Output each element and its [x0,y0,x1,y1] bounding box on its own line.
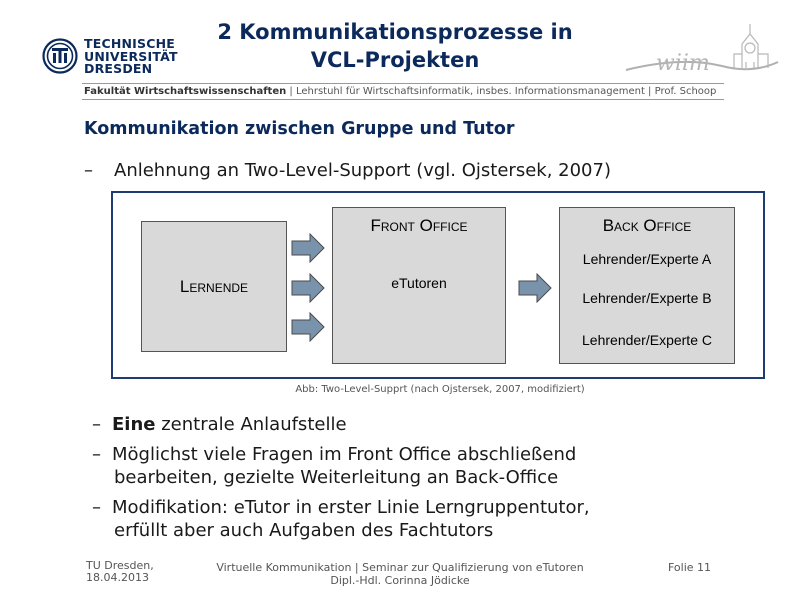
bullet-text: zentrale Anlaufstelle [155,414,347,435]
footer-location-date: TU Dresden, 18.04.2013 [86,560,154,584]
front-office-title: Front Office [370,216,468,235]
wiim-building-logo: wiim [625,24,779,76]
intro-bullet: –Anlehnung an Two-Level-Support (vgl. Oj… [84,160,611,181]
footer-course-info: Virtuelle Kommunikation | Seminar zur Qu… [200,561,600,587]
back-office-box: Back Office Lehrender/Experte A Lehrende… [559,207,735,364]
bullet-item: –Eine zentrale Anlaufstelle [92,413,347,436]
bullet-text: Modifikation: eTutor in erster Linie Ler… [112,497,590,518]
faculty-name: Fakultät Wirtschaftswissenschaften [84,86,287,97]
logo-line-1: TECHNISCHE [84,36,175,51]
wiim-logo-text: wiim [656,51,710,76]
footer-place: TU Dresden, [86,559,154,572]
section-title: Kommunikation zwischen Gruppe und Tutor [84,119,515,139]
arrow-right-icon [291,273,325,303]
bullet-continuation: bearbeiten, gezielte Weiterleitung an Ba… [92,466,558,489]
chair-info: | Lehrstuhl für Wirtschaftsinformatik, i… [286,86,717,97]
arrow-right-icon [291,233,325,263]
header-divider-bottom [82,99,724,100]
logo-line-3: DRESDEN [84,61,153,76]
bullet-emphasis: Eine [112,414,156,435]
intro-bullet-text: Anlehnung an Two-Level-Support (vgl. Ojs… [114,160,611,181]
university-wordmark: TECHNISCHE UNIVERSITÄT DRESDEN [84,36,178,76]
tu-dresden-logo-icon [42,38,78,74]
back-office-expert-c: Lehrender/Experte C [582,332,712,348]
back-office-title: Back Office [602,216,692,235]
two-level-support-diagram [111,191,765,379]
bullet-item: –Möglichst viele Fragen im Front Office … [92,443,576,466]
arrow-right-icon [291,312,325,342]
slide-number: Folie 11 [668,561,712,574]
faculty-line: Fakultät Wirtschaftswissenschaften | Leh… [84,86,716,97]
footer-course: Virtuelle Kommunikation | Seminar zur Qu… [216,561,584,574]
bullet-dash: – [92,497,101,518]
bullet-dash: – [92,414,101,435]
front-office-box: Front Office eTutoren [332,207,506,364]
back-office-expert-a: Lehrender/Experte A [582,251,712,267]
lernende-label: Lernende [179,277,249,296]
bullet-dash: – [92,444,101,465]
front-office-etutoren: eTutoren [391,275,447,291]
footer-date: 18.04.2013 [86,571,149,584]
bullet-continuation: erfüllt aber auch Aufgaben des Fachtutor… [92,519,493,542]
back-office-expert-b: Lehrender/Experte B [582,290,712,306]
header-divider-top [82,83,724,84]
slide-title-line-1: 2 Kommunikationsprozesse in [217,20,573,44]
figure-caption: Abb: Two-Level-Supprt (nach Ojstersek, 2… [295,384,585,395]
arrow-right-icon [518,273,552,303]
bullet-text: bearbeiten, gezielte Weiterleitung an Ba… [114,467,559,488]
bullet-text: Möglichst viele Fragen im Front Office a… [112,444,577,465]
logo-line-2: UNIVERSITÄT [84,48,178,64]
bullet-text: erfüllt aber auch Aufgaben des Fachtutor… [114,520,494,541]
slide-title-line-2: VCL-Projekten [310,48,480,72]
slide-title: 2 Kommunikationsprozesse in VCL-Projekte… [180,18,610,74]
bullet-dash: – [84,160,93,181]
bullet-item: –Modifikation: eTutor in erster Linie Le… [92,496,590,519]
lernende-box: Lernende [141,221,287,352]
footer-author: Dipl.-Hdl. Corinna Jödicke [330,574,470,587]
